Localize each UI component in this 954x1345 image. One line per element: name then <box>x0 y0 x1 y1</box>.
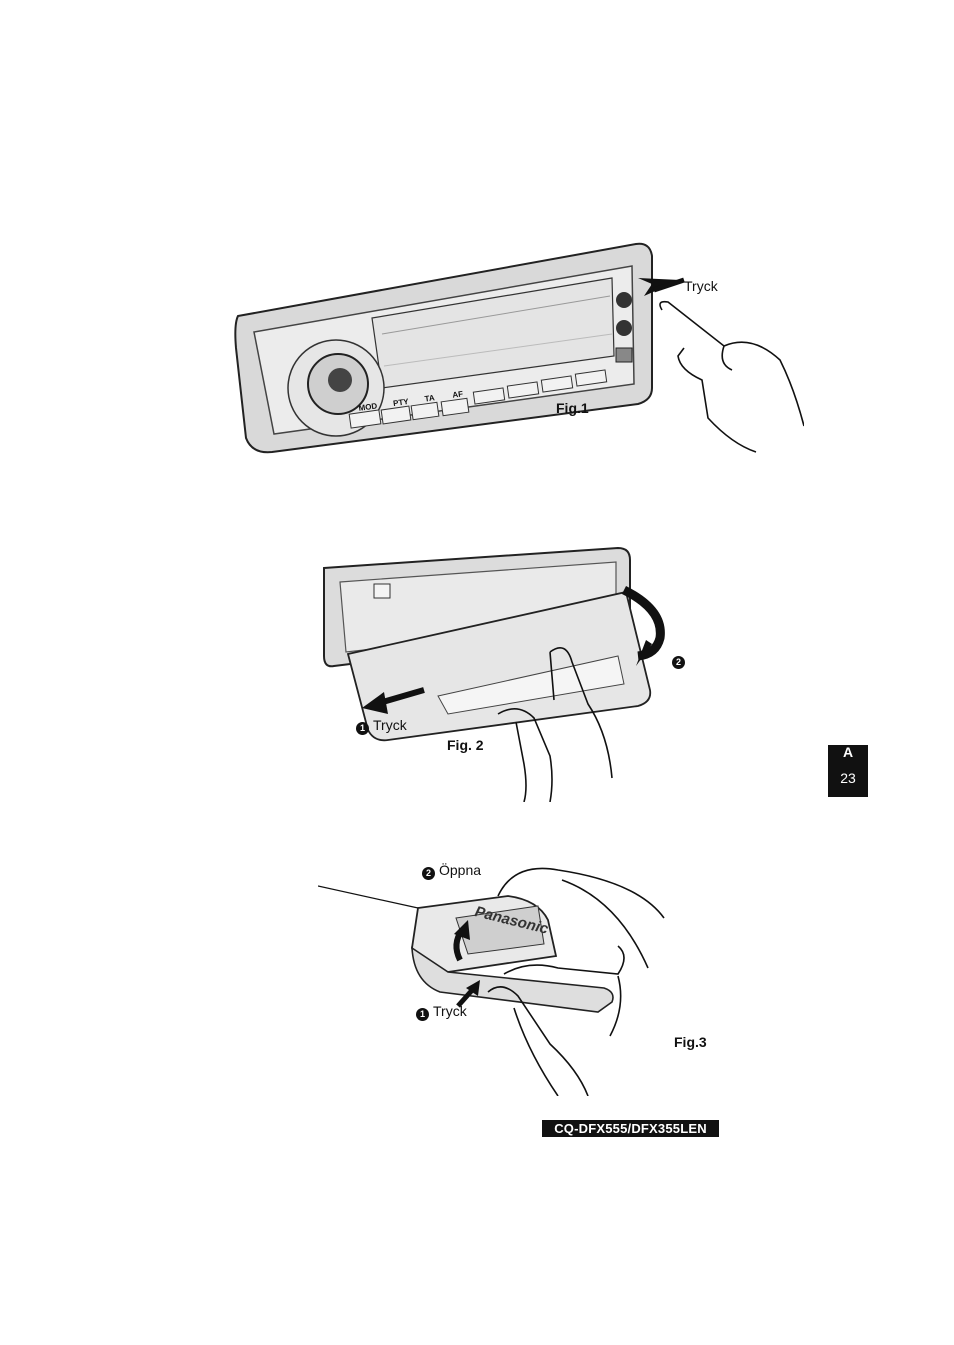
step1-marker-icon: 1 <box>356 722 369 735</box>
side-tab-page: 23 <box>828 759 868 797</box>
af-label: AF <box>452 389 464 399</box>
fig2-tryck-label: Tryck <box>373 717 407 733</box>
fig3-illustration <box>318 856 718 1096</box>
fig1-illustration <box>232 238 804 456</box>
step2-marker-icon: 2 <box>422 867 435 880</box>
footer-model-number: CQ-DFX555/DFX355LEN <box>542 1120 719 1137</box>
fig2-step2-marker: 2 <box>672 651 689 669</box>
fig1-tryck-label: Tryck <box>684 278 718 294</box>
fig3-step1: 1 Tryck <box>416 1003 467 1021</box>
fig1-caption: Fig.1 <box>556 400 589 416</box>
ta-label: TA <box>424 393 435 403</box>
fig2-step1: 1 Tryck <box>356 717 407 735</box>
fig3-oppna-label: Öppna <box>439 862 481 878</box>
fig3-tryck-label: Tryck <box>433 1003 467 1019</box>
fig2-illustration <box>318 544 690 802</box>
fig3-caption: Fig.3 <box>674 1034 707 1050</box>
step2-marker-icon: 2 <box>672 656 685 669</box>
side-tab-letter: A <box>828 745 868 759</box>
fig3-step2: 2 Öppna <box>422 862 481 880</box>
step1-marker-icon: 1 <box>416 1008 429 1021</box>
fig2-caption: Fig. 2 <box>447 737 484 753</box>
